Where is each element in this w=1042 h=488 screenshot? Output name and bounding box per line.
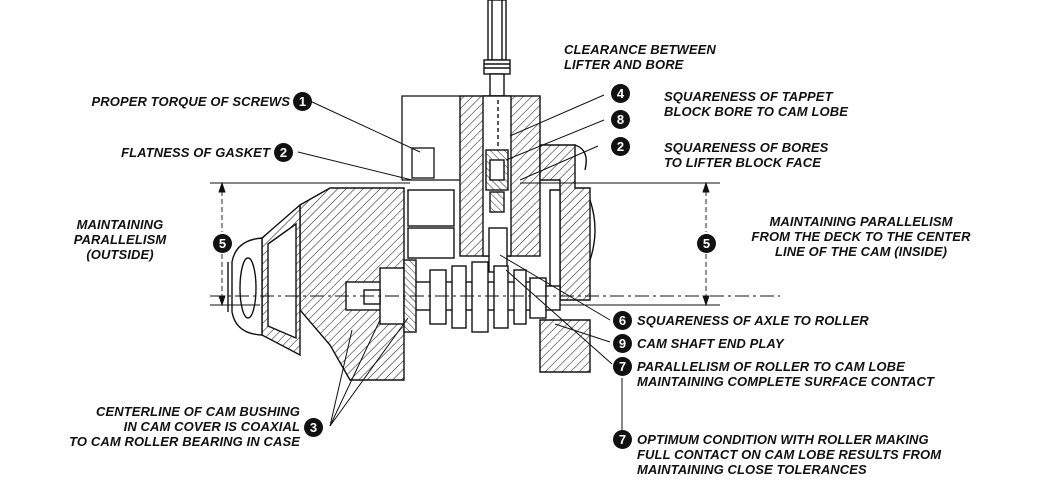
marker-9: 9 [613, 334, 632, 353]
label-line: CAM SHAFT END PLAY [637, 336, 784, 351]
label-line: BLOCK BORE TO CAM LOBE [664, 104, 848, 119]
dimension-lines [210, 181, 720, 307]
marker-3: 3 [304, 418, 323, 437]
label-line: FROM THE DECK TO THE CENTER [751, 229, 971, 244]
label-endplay: CAM SHAFT END PLAY [637, 336, 784, 351]
label-line: LINE OF THE CAM (INSIDE) [774, 244, 948, 259]
label-line: PARALLELISM [73, 232, 167, 247]
label-line: CLEARANCE BETWEEN [564, 42, 716, 57]
label-line: TO CAM ROLLER BEARING IN CASE [69, 434, 300, 449]
label-line: TO LIFTER BLOCK FACE [664, 155, 822, 170]
label-line: MAINTAINING COMPLETE SURFACE CONTACT [637, 374, 935, 389]
marker-2-bores: 2 [611, 137, 630, 156]
label-line: FLATNESS OF GASKET [121, 145, 270, 160]
label-line: MAINTAINING [76, 217, 164, 232]
label-bushing: CENTERLINE OF CAM BUSHING IN CAM COVER I… [20, 404, 300, 449]
marker-7-roller: 7 [613, 357, 632, 376]
cam-case-right [539, 144, 596, 373]
label-line: OPTIMUM CONDITION WITH ROLLER MAKING [637, 432, 929, 447]
marker-5-inside: 5 [697, 234, 716, 253]
label-torque: PROPER TORQUE OF SCREWS [60, 94, 290, 109]
label-line: SQUARENESS OF AXLE TO ROLLER [637, 313, 869, 328]
label-line: CENTERLINE OF CAM BUSHING [96, 404, 300, 419]
marker-8: 8 [611, 110, 630, 129]
label-clearance: CLEARANCE BETWEEN LIFTER AND BORE [564, 42, 716, 72]
label-line: MAINTAINING PARALLELISM [769, 214, 953, 229]
tappet-block-outline [401, 95, 460, 181]
label-inside: MAINTAINING PARALLELISM FROM THE DECK TO… [726, 214, 996, 259]
label-gasket: FLATNESS OF GASKET [80, 145, 270, 160]
label-line: SQUARENESS OF TAPPET [664, 89, 833, 104]
label-axle: SQUARENESS OF AXLE TO ROLLER [637, 313, 869, 328]
label-line: LIFTER AND BORE [564, 57, 684, 72]
label-line: PROPER TORQUE OF SCREWS [91, 94, 290, 109]
marker-5-outside: 5 [213, 234, 232, 253]
leader-lines [297, 94, 623, 430]
label-line: SQUARENESS OF BORES [664, 140, 829, 155]
marker-2-gasket: 2 [274, 143, 293, 162]
label-line: FULL CONTACT ON CAM LOBE RESULTS FROM [637, 447, 942, 462]
label-roller: PARALLELISM OF ROLLER TO CAM LOBE MAINTA… [637, 359, 934, 389]
label-outside: MAINTAINING PARALLELISM (OUTSIDE) [50, 217, 190, 262]
marker-1: 1 [293, 92, 312, 111]
lifter-block [459, 95, 541, 273]
label-bores: SQUARENESS OF BORES TO LIFTER BLOCK FACE [664, 140, 828, 170]
cam-cover [227, 203, 301, 357]
label-line: IN CAM COVER IS COAXIAL [123, 419, 300, 434]
label-optimum: OPTIMUM CONDITION WITH ROLLER MAKING FUL… [637, 432, 941, 477]
marker-4: 4 [611, 84, 630, 103]
label-line: MAINTAINING CLOSE TOLERANCES [637, 462, 867, 477]
pushrod [483, 0, 511, 97]
label-line: PARALLELISM OF ROLLER TO CAM LOBE [637, 359, 905, 374]
label-tappet: SQUARENESS OF TAPPET BLOCK BORE TO CAM L… [664, 89, 848, 119]
marker-6: 6 [613, 311, 632, 330]
label-line: (OUTSIDE) [86, 247, 154, 262]
marker-7-optimum: 7 [613, 430, 632, 449]
